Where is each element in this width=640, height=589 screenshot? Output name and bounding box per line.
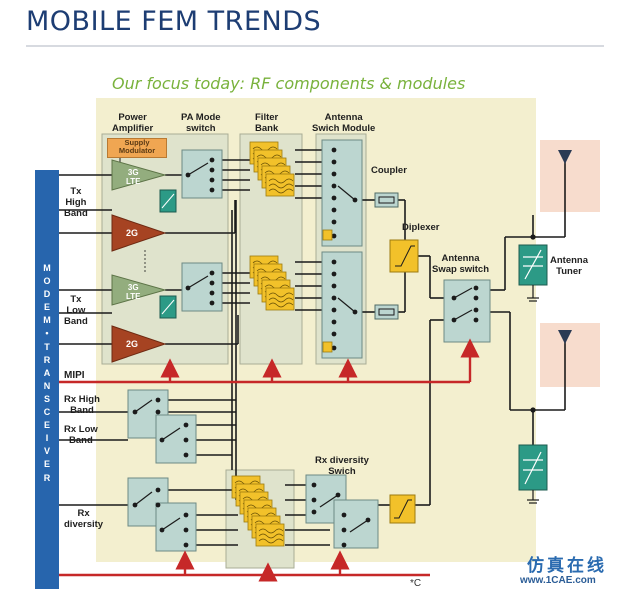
rx-diversity-filter (389, 494, 416, 524)
modem-letter: I (45, 433, 49, 444)
modem-transceiver-bar (35, 170, 59, 589)
modem-letter: M (43, 315, 51, 326)
antenna-top-icon (558, 150, 572, 164)
modem-letter: O (43, 276, 51, 287)
modem-letter: A (43, 367, 51, 378)
diplexer (389, 239, 419, 273)
tx-low-band-label: Tx Low Band (64, 294, 88, 327)
rx-diversity-switch-b (155, 502, 197, 552)
antenna-switch-module-label: Antenna Swich Module (312, 112, 376, 134)
modem-letter: • (45, 328, 49, 339)
rx-diversity-swich-b (333, 499, 379, 549)
footnote: *C (410, 578, 422, 589)
modem-letter: T (44, 341, 50, 352)
rx-diversity-switch-label: Rx diversity Swich (315, 455, 369, 477)
antenna-swap-switch-label: Antenna Swap switch (432, 253, 490, 275)
modem-letter: R (43, 472, 51, 483)
tx-high-band-label: Tx High Band (64, 186, 88, 219)
title-divider (26, 45, 604, 47)
pa-mode-switch-label: PA Mode switch (181, 112, 221, 134)
pa-2g-top (111, 214, 167, 252)
supply-modulator-label: Supply Modulator (107, 138, 167, 158)
asm-switch-bottom (321, 251, 363, 359)
pa-3g-lte-bottom-label: 3G LTE (126, 283, 141, 301)
watermark-url: www.1CAE.com (520, 575, 596, 586)
modem-letter: N (43, 380, 51, 391)
asm-switch-top (321, 139, 363, 247)
coupler-label: Coupler (371, 165, 407, 176)
antenna-swap-switch (443, 279, 491, 343)
antenna-bottom-icon (558, 330, 572, 344)
modem-letter: C (43, 407, 51, 418)
pa-3g-lte-top-label: 3G LTE (126, 168, 141, 186)
pa-3g-lte-bottom (111, 274, 167, 306)
modem-letter: M (43, 263, 51, 273)
pa-3g-lte-top (111, 159, 167, 191)
watermark-cn: 仿真在线 (527, 556, 607, 575)
pa-2g-bottom (111, 325, 167, 363)
mipi-label: MIPI (64, 370, 85, 381)
slide-title: MOBILE FEM TRENDS (26, 6, 322, 37)
focus-subtitle: Our focus today: RF components & modules (112, 74, 466, 93)
pa-2g-bottom-label: 2G (126, 339, 139, 349)
pa-2g-top-label: 2G (126, 228, 139, 238)
modem-letter: D (43, 289, 51, 300)
rx-diversity-label: Rx diversity (64, 508, 104, 530)
rx-diversity-switch-a (127, 477, 169, 527)
modem-letter: R (43, 354, 51, 365)
modem-letter: E (43, 302, 50, 313)
rx-high-band-label: Rx High Band (64, 394, 100, 416)
modem-letter: S (43, 393, 50, 404)
rx-low-band-label: Rx Low Band (64, 424, 98, 446)
modem-letter: E (43, 420, 50, 431)
modem-letter: V (43, 446, 50, 457)
power-amplifier-label: Power Amplifier (112, 112, 154, 134)
filter-bank-label: Filter Bank (255, 112, 279, 134)
coupler-top (374, 192, 399, 208)
diplexer-label: Diplexer (402, 222, 440, 233)
modem-letter: E (43, 459, 50, 470)
antenna-tuner-label: Antenna Tuner (550, 255, 588, 277)
coupler-bottom (374, 304, 399, 320)
